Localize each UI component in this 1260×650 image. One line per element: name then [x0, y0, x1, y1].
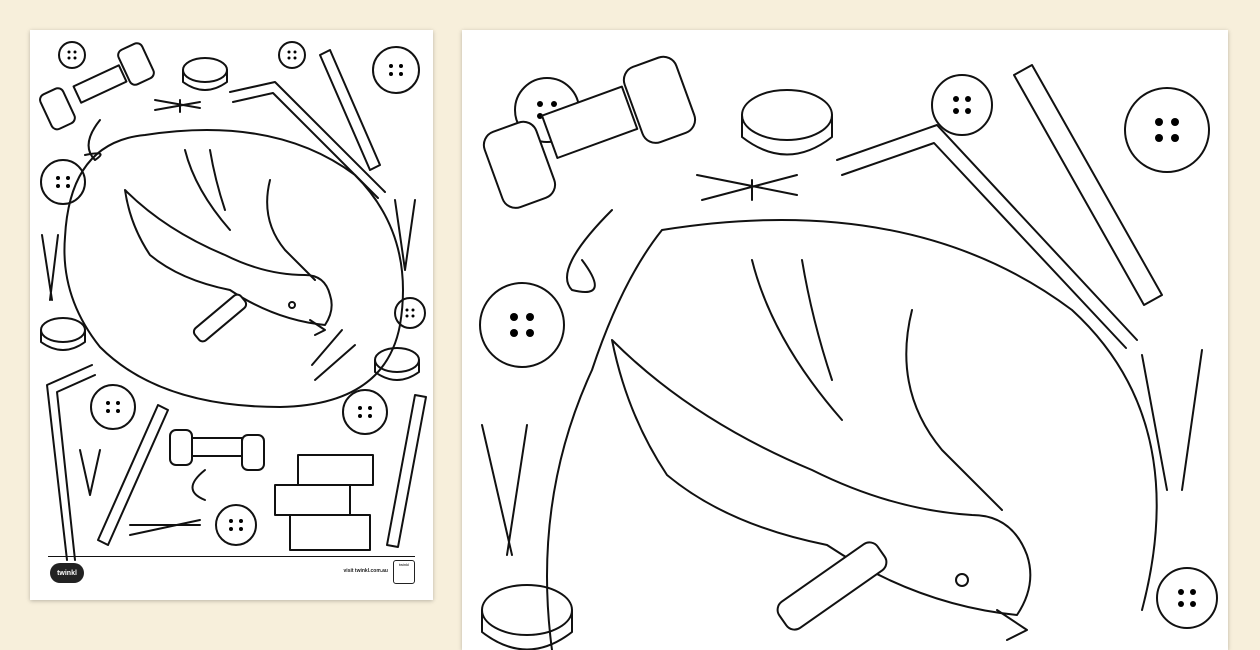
spool-drawing — [482, 55, 697, 293]
bird-drawing — [124, 149, 333, 336]
peg-drawing — [311, 329, 356, 381]
button-drawing — [931, 74, 993, 136]
straw-drawing — [229, 81, 386, 199]
spool-drawing — [39, 42, 155, 161]
button-side-drawing — [182, 57, 228, 91]
peg-drawing — [129, 519, 201, 536]
button-drawing — [90, 384, 136, 430]
button-drawing — [1124, 87, 1210, 173]
button-drawing — [40, 159, 86, 205]
button-drawing — [1156, 567, 1218, 629]
footer-divider — [48, 556, 415, 557]
peg-drawing — [154, 99, 201, 113]
button-side-drawing — [40, 317, 86, 351]
straw-drawing — [46, 364, 96, 561]
button-side-drawing — [481, 584, 573, 650]
coloring-page-zoomed — [462, 30, 1228, 650]
straw-drawing — [836, 124, 1138, 349]
chalk-drawing — [776, 541, 888, 631]
button-drawing — [342, 389, 388, 435]
button-drawing — [394, 297, 426, 329]
bird-drawing — [611, 259, 1032, 641]
peg-drawing — [79, 449, 101, 496]
button-drawing — [278, 41, 306, 69]
chalk-drawing — [192, 293, 248, 343]
pencil-drawing — [386, 394, 427, 548]
frame-oval — [546, 219, 1158, 650]
button-side-drawing — [741, 89, 833, 156]
button-drawing — [215, 504, 257, 546]
peg-drawing — [1141, 349, 1203, 491]
peg-drawing — [481, 424, 528, 556]
pencil-drawing — [319, 49, 381, 171]
frame-oval — [63, 129, 404, 408]
button-drawing — [372, 46, 420, 94]
button-drawing — [58, 41, 86, 69]
peg-drawing — [41, 234, 59, 301]
coloring-illustration — [39, 41, 427, 561]
twinkl-logo: twinkl — [50, 563, 84, 583]
peg-drawing — [394, 199, 416, 271]
brick-drawing — [274, 454, 374, 551]
coloring-page-full: twinkl visit twinkl.com.au twinkl — [30, 30, 433, 600]
spool-drawing — [169, 429, 265, 501]
coloring-illustration-zoomed — [479, 55, 1218, 650]
pencil-drawing — [1013, 64, 1163, 306]
peg-drawing — [696, 174, 798, 201]
website-text: visit twinkl.com.au — [343, 568, 388, 574]
button-side-drawing — [374, 347, 420, 381]
pencil-drawing — [97, 404, 169, 546]
twinkl-badge: twinkl — [393, 560, 415, 584]
button-drawing — [479, 282, 565, 368]
